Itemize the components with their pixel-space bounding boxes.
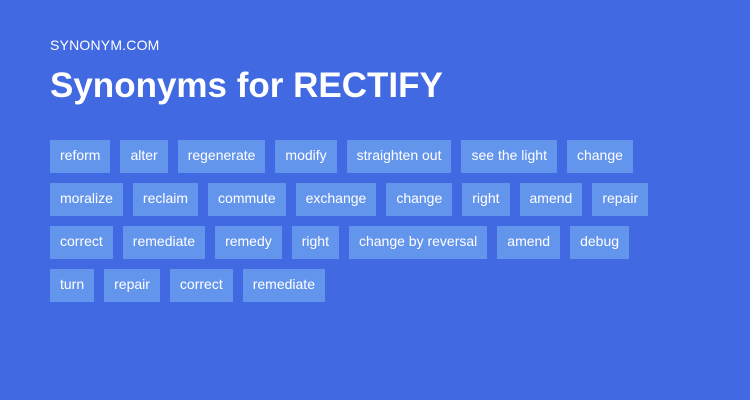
page-title: Synonyms for RECTIFY: [50, 66, 443, 105]
synonym-chip[interactable]: change: [566, 140, 633, 173]
synonym-chip[interactable]: remediate: [242, 269, 325, 302]
synonym-chip[interactable]: remedy: [215, 226, 282, 259]
synonym-row: turn repair correct remediate: [50, 269, 710, 302]
synonym-chip[interactable]: debug: [570, 226, 630, 259]
synonym-chip[interactable]: change: [386, 183, 453, 216]
synonym-chip[interactable]: right: [462, 183, 510, 216]
synonym-chip[interactable]: straighten out: [346, 140, 452, 173]
synonym-chip[interactable]: reform: [50, 140, 111, 173]
synonym-chip[interactable]: amend: [497, 226, 561, 259]
synonym-chip[interactable]: repair: [592, 183, 649, 216]
synonym-chip[interactable]: remediate: [122, 226, 206, 259]
synonym-chip[interactable]: see the light: [461, 140, 557, 173]
synonym-chip[interactable]: repair: [104, 269, 160, 302]
synonym-chip[interactable]: right: [291, 226, 339, 259]
synonym-row: reform alter regenerate modify straighte…: [50, 140, 710, 173]
synonym-chip[interactable]: modify: [275, 140, 337, 173]
synonym-row: correct remediate remedy right change by…: [50, 226, 710, 259]
synonym-chip[interactable]: reclaim: [132, 183, 199, 216]
synonym-chip[interactable]: correct: [169, 269, 233, 302]
synonym-row: moralize reclaim commute exchange change…: [50, 183, 710, 216]
site-brand[interactable]: SYNONYM.COM: [50, 37, 160, 53]
synonym-chip[interactable]: commute: [208, 183, 286, 216]
synonym-chip[interactable]: regenerate: [177, 140, 266, 173]
synonym-chip[interactable]: change by reversal: [348, 226, 488, 259]
synonym-chip[interactable]: exchange: [295, 183, 377, 216]
synonym-chip[interactable]: amend: [519, 183, 583, 216]
synonym-chip[interactable]: moralize: [50, 183, 123, 216]
synonym-chip[interactable]: turn: [50, 269, 95, 302]
synonym-chip[interactable]: alter: [120, 140, 168, 173]
synonym-list: reform alter regenerate modify straighte…: [50, 140, 710, 312]
synonym-chip[interactable]: correct: [50, 226, 113, 259]
